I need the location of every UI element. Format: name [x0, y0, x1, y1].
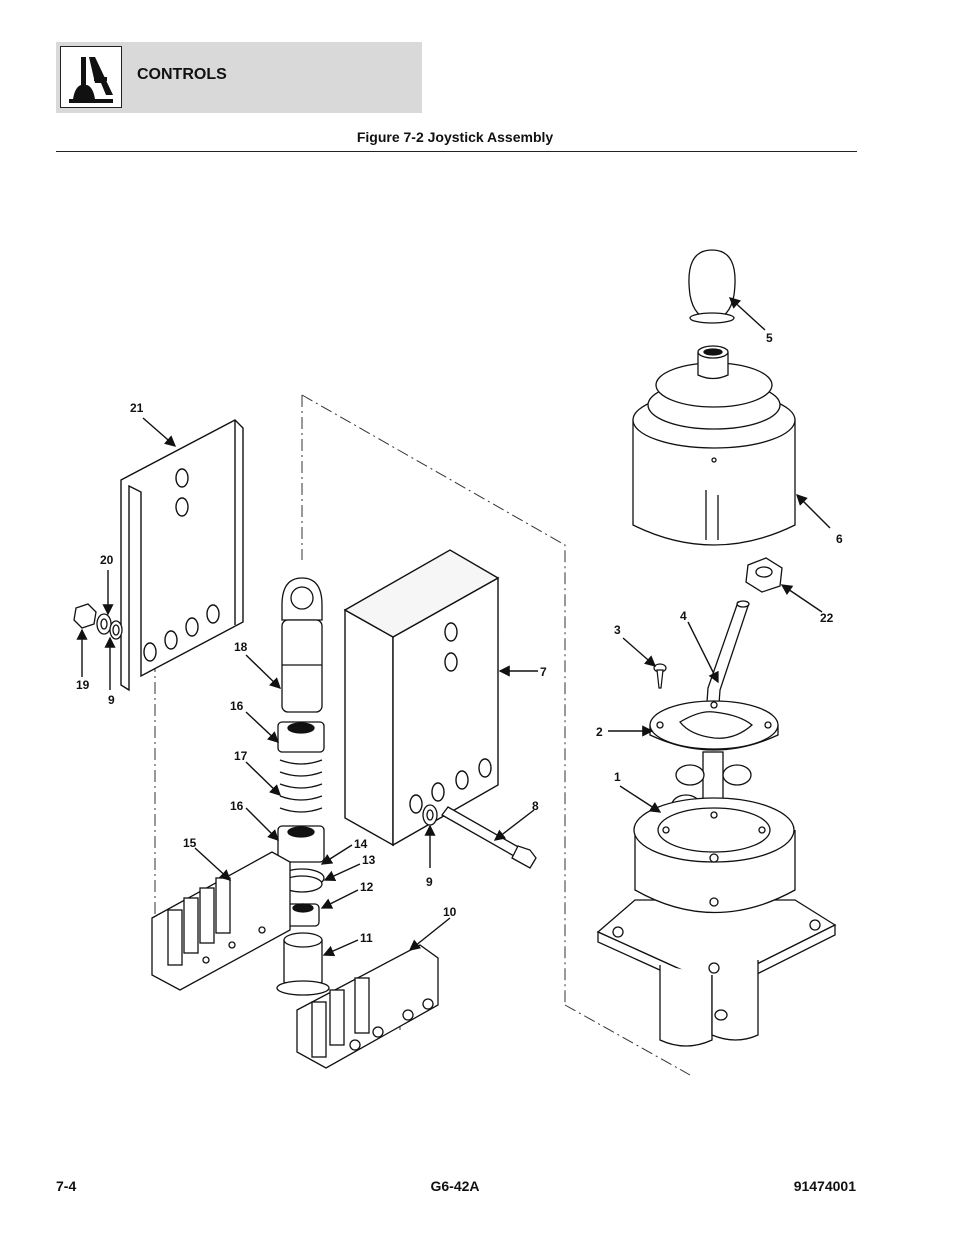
- document-part-number: 91474001: [793, 1178, 856, 1194]
- bracket-21: [120, 419, 244, 692]
- callout-labels: 1 2 3 4 5 6 7 8 9 9 10 11 12 13 14 15 16…: [76, 331, 843, 945]
- callout-7: 7: [540, 665, 547, 679]
- callout-5: 5: [766, 331, 773, 345]
- base-1: [596, 751, 837, 1047]
- callout-4: 4: [680, 609, 687, 623]
- callout-9b: 9: [108, 693, 115, 707]
- section-title: CONTROLS: [137, 66, 227, 83]
- section-header: CONTROLS: [56, 42, 422, 113]
- callout-9a: 9: [426, 875, 433, 889]
- callout-16a: 16: [230, 699, 244, 713]
- callout-19: 19: [76, 678, 90, 692]
- callout-21: 21: [130, 401, 144, 415]
- boot-6: [632, 345, 796, 546]
- callout-12: 12: [360, 880, 374, 894]
- callout-14: 14: [354, 837, 368, 851]
- figure-title: Figure 7-2 Joystick Assembly: [356, 129, 554, 145]
- callout-17: 17: [234, 749, 248, 763]
- spring-assembly: [277, 577, 325, 863]
- nut-22: [745, 557, 783, 593]
- callout-10: 10: [443, 905, 457, 919]
- callout-18: 18: [234, 640, 248, 654]
- spring-block-15: [151, 851, 291, 991]
- bracket-7: [343, 549, 500, 847]
- callout-1: 1: [614, 770, 621, 784]
- callout-8: 8: [532, 799, 539, 813]
- callout-3: 3: [614, 623, 621, 637]
- callout-22: 22: [820, 611, 834, 625]
- plate-2: [649, 700, 779, 751]
- model-number: G6-42A: [430, 1178, 480, 1194]
- screw-3: [653, 663, 667, 689]
- callout-11: 11: [360, 931, 373, 945]
- nut-washer-stack: [73, 603, 123, 640]
- knob-5: [688, 249, 736, 324]
- page-number: 7-4: [56, 1178, 77, 1194]
- callout-16b: 16: [230, 799, 244, 813]
- bolt-8: [422, 804, 537, 869]
- callout-6: 6: [836, 532, 843, 546]
- callout-2: 2: [596, 725, 603, 739]
- callout-15: 15: [183, 836, 197, 850]
- joystick-controls-icon: [60, 46, 122, 108]
- callout-20: 20: [100, 553, 114, 567]
- callout-13: 13: [362, 853, 376, 867]
- header-divider: [56, 151, 857, 152]
